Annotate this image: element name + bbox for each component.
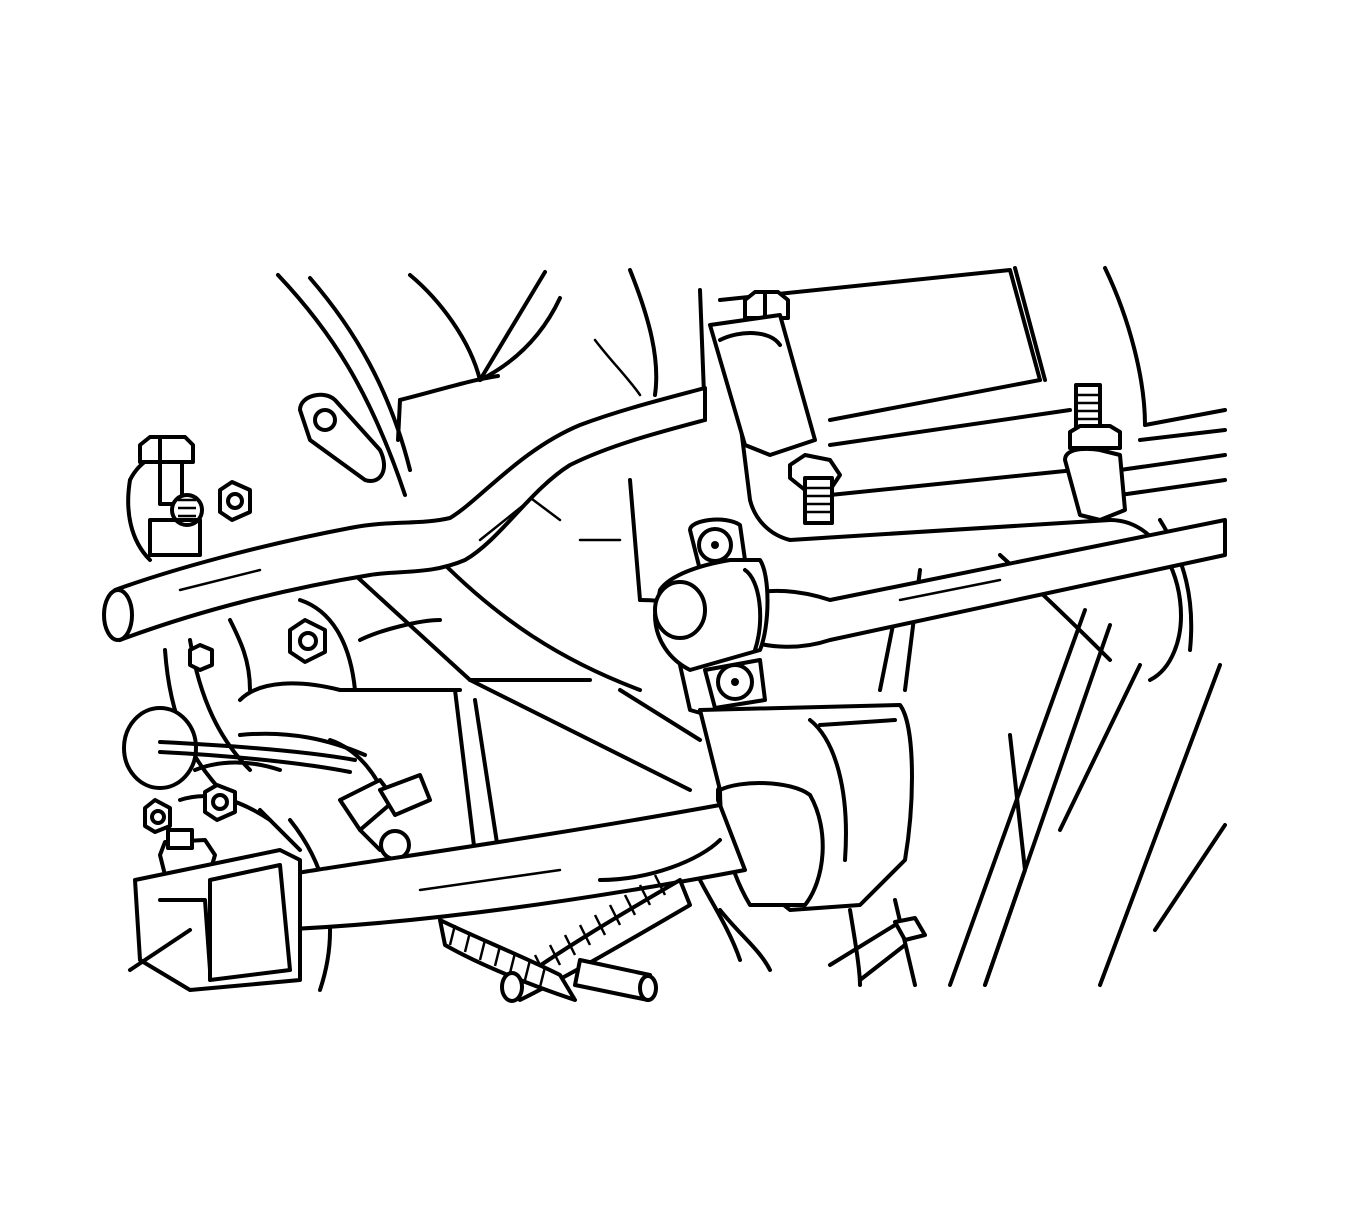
right-stud	[1063, 383, 1127, 522]
frame-crossmember	[353, 523, 1227, 987]
knuckle-area	[122, 451, 462, 992]
left-fasteners	[138, 435, 327, 834]
frame-structure	[276, 266, 1227, 682]
lower-arm-bracket	[128, 828, 302, 992]
right-lower-lines	[698, 878, 927, 987]
stabilizer-insulator-bracket	[653, 517, 770, 722]
lower-control-arm	[257, 703, 914, 933]
brake-line-harness	[158, 731, 432, 861]
stabilizer-bar	[743, 518, 1227, 649]
wiring-conduit	[438, 838, 722, 1003]
upper-bracket-bolt	[708, 290, 842, 525]
frame-rail	[102, 386, 707, 642]
